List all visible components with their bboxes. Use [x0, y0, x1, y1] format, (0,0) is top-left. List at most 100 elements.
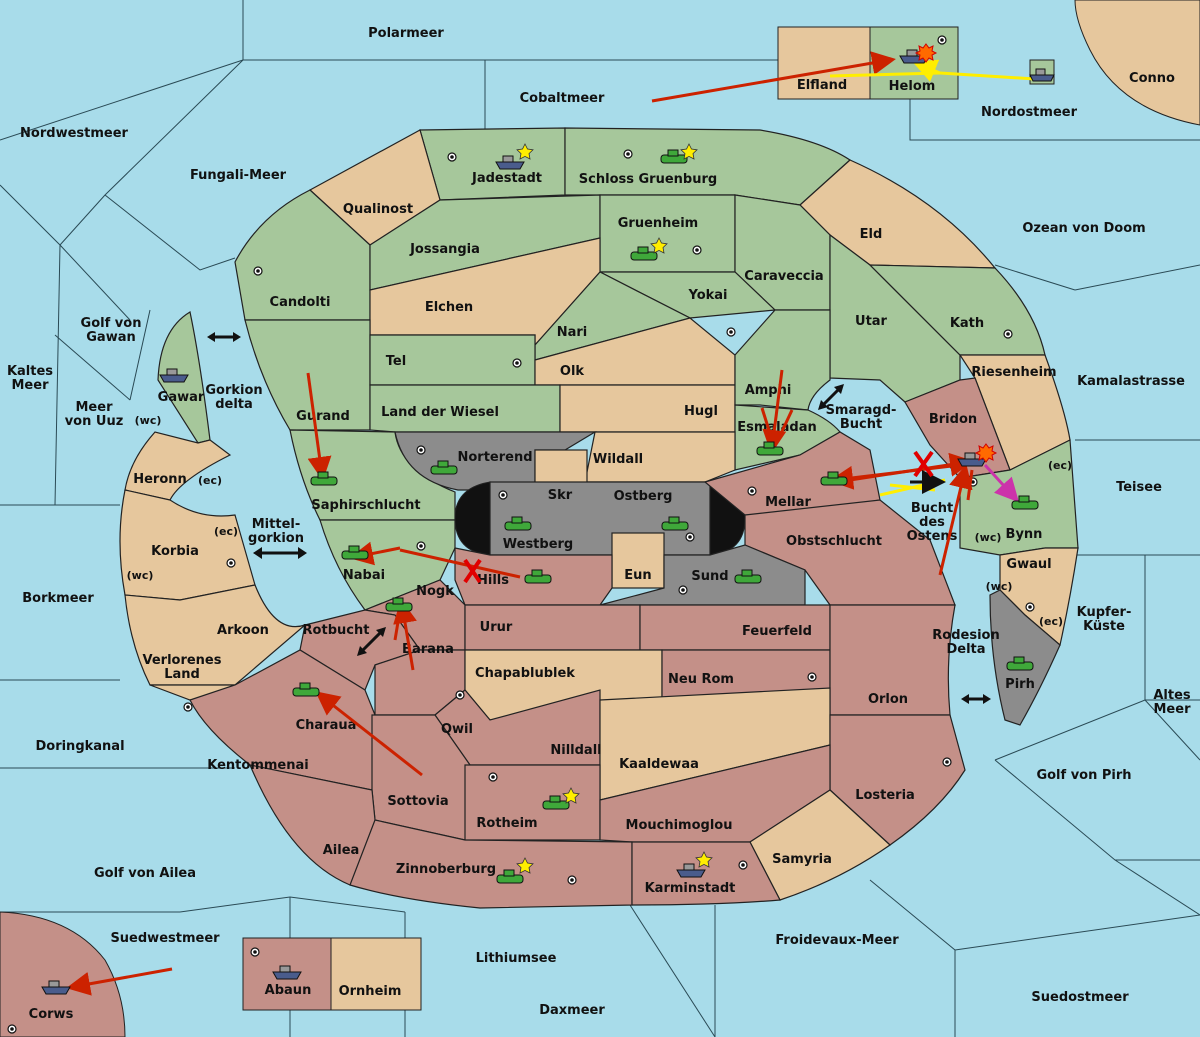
- supply-center-icon: [747, 486, 757, 496]
- province-label: Nabai: [343, 568, 385, 583]
- province-label: Obstschlucht: [786, 534, 882, 549]
- supply-center-icon: [937, 35, 947, 45]
- province-conno[interactable]: [1074, 0, 1200, 126]
- sea-nordwestmeer: Nordwestmeer: [20, 126, 128, 141]
- sea-golf-pirh: Golf von Pirh: [1036, 768, 1131, 783]
- province-label: Jadestadt: [471, 171, 542, 186]
- supply-center-icon: [447, 152, 457, 162]
- supply-center-icon: [498, 490, 508, 500]
- sea-gorkion-1: Gorkion: [205, 383, 262, 398]
- order-support: [912, 59, 941, 82]
- order-move: [938, 464, 973, 576]
- fleet-icon: [495, 155, 525, 170]
- sea-altes-1: Altes: [1153, 688, 1191, 703]
- order-move: [983, 463, 1020, 503]
- passage-arrow-icon: [357, 627, 386, 656]
- province-elfland[interactable]: [777, 26, 871, 100]
- ring-land: [119, 127, 1079, 909]
- province-label: Helom: [889, 79, 936, 94]
- sea-bucht-1: Bucht: [911, 501, 953, 516]
- province-label: Heronn: [133, 472, 187, 487]
- fleet-icon: [957, 452, 987, 467]
- province-label: Pirh: [1005, 677, 1035, 692]
- province-label: Eld: [860, 227, 883, 242]
- supply-center-icon: [738, 860, 748, 870]
- order-move: [66, 967, 173, 996]
- province-label: Ailea: [323, 843, 360, 858]
- army-icon: [341, 545, 369, 560]
- sea-golf-ailea: Golf von Ailea: [94, 866, 196, 881]
- sea-kaltes-2: Meer: [12, 378, 50, 393]
- sea-smaragd-1: Smaragd-: [826, 403, 897, 418]
- army-icon: [630, 246, 658, 261]
- province-label: Hills: [477, 573, 509, 588]
- star-markers: [516, 143, 713, 874]
- sea-kamala: Kamalastrasse: [1077, 374, 1185, 389]
- province-label: Land der Wiesel: [381, 405, 499, 420]
- coast-tag: (wc): [127, 569, 154, 582]
- province-label: Gwaul: [1006, 557, 1051, 572]
- supply-center-icon: [1003, 329, 1013, 339]
- sea-golf-gawan-1: Golf von: [81, 316, 142, 331]
- army-icon: [660, 149, 688, 164]
- province-label: Conno: [1129, 71, 1175, 86]
- sea-lithiumsee: Lithiumsee: [476, 951, 557, 966]
- province-corws[interactable]: [0, 911, 126, 1037]
- sea-smaragd-2: Bucht: [840, 417, 882, 432]
- order-move: [393, 609, 402, 641]
- province-label: Kentommenai: [207, 758, 308, 773]
- fleet-icon: [1029, 68, 1055, 82]
- battle-bursts: [914, 43, 998, 463]
- sea-nordostmeer: Nordostmeer: [981, 105, 1078, 120]
- province-label: Elfland: [797, 78, 847, 93]
- passage-arrow-icon: [253, 547, 307, 559]
- army-icon: [430, 460, 458, 475]
- province-label: Korbia: [151, 544, 199, 559]
- supply-center-icon: [488, 772, 498, 782]
- supply-center-icon: [416, 445, 426, 455]
- supply-center-icon: [226, 558, 236, 568]
- sea-bucht-2: des: [919, 515, 945, 530]
- province-label: Nari: [557, 325, 588, 340]
- province-label: Corws: [29, 1007, 74, 1022]
- army-icon: [310, 471, 338, 486]
- province-label: Jossangia: [409, 242, 480, 257]
- supply-center-icon: [567, 875, 577, 885]
- cross-icon: [913, 450, 934, 478]
- order-move: [393, 599, 417, 671]
- supply-center-icon: [455, 690, 465, 700]
- supply-centers: [7, 35, 1035, 1034]
- province-label: Westberg: [503, 537, 573, 552]
- order-move: [399, 548, 521, 579]
- province-label: Verlorenes: [142, 653, 221, 668]
- passage-arrow-icon: [207, 332, 241, 342]
- province-label: Candolti: [270, 295, 331, 310]
- sea-gorkion-2: delta: [215, 397, 253, 412]
- province-label: Abaun: [265, 983, 312, 998]
- order-support: [939, 71, 1036, 81]
- province-label: Esmaladan: [737, 420, 817, 435]
- order-support: [889, 483, 936, 492]
- passage-arrow-icon: [961, 694, 991, 704]
- province-label: Barana: [402, 642, 454, 657]
- province-label: Skr: [548, 488, 573, 503]
- province-label: Norterend: [457, 450, 532, 465]
- star-icon: [516, 857, 534, 874]
- sea-borkmeer: Borkmeer: [22, 591, 94, 606]
- supply-center-icon: [1025, 602, 1035, 612]
- province-label: Gurand: [296, 409, 350, 424]
- sea-suedostmeer: Suedostmeer: [1031, 990, 1129, 1005]
- sea-golf-gawan-2: Gawan: [86, 330, 135, 345]
- province-label: Rotheim: [476, 816, 537, 831]
- province-ornheim[interactable]: [330, 937, 422, 1011]
- province-label: Ostberg: [614, 489, 673, 504]
- province-label: Qwil: [441, 722, 473, 737]
- sea-doringkanal: Doringkanal: [35, 739, 124, 754]
- supply-center-icon: [512, 358, 522, 368]
- army-icon: [504, 516, 532, 531]
- supply-center-icon: [253, 266, 263, 276]
- province-label: Mellar: [765, 495, 811, 510]
- province-label: Yokai: [687, 288, 727, 303]
- province-label: Zinnoberburg: [396, 862, 496, 877]
